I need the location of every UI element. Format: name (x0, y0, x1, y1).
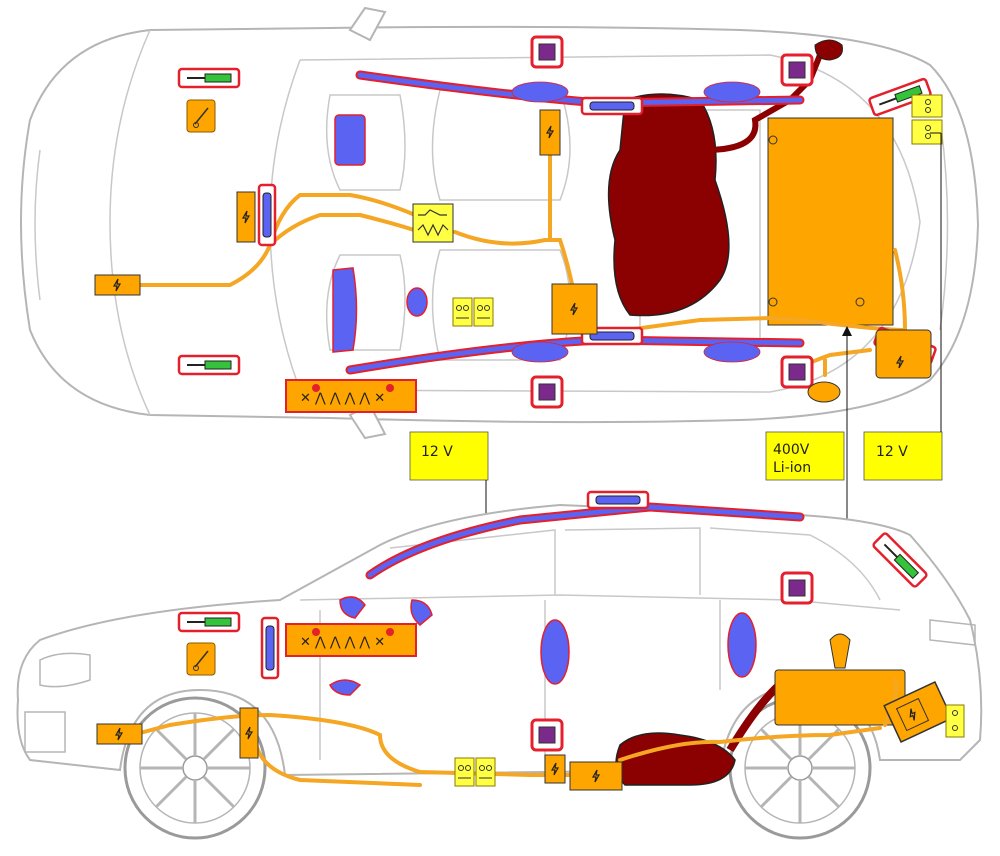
control-unit-icon (530, 35, 564, 69)
lightning-icon (551, 283, 598, 335)
gas-strut-icon (177, 67, 241, 89)
control-unit-icon (530, 375, 564, 409)
front-wheel (123, 696, 267, 840)
battery-12v-icon (911, 94, 943, 145)
callout-400v-liion: 400V Li-ion (765, 326, 852, 670)
top-view: ✕ ⋀ ⋀ ⋀ ⋀ ✕ (20, 6, 980, 440)
svg-text:400V: 400V (773, 442, 810, 458)
svg-text:12 V: 12 V (421, 444, 453, 460)
side-view: ✕ ⋀ ⋀ ⋀ ⋀ ✕ (16, 490, 983, 840)
side-airbags-side (329, 596, 757, 696)
seatbelt-pretensioner-icon (186, 99, 216, 133)
svg-text:✕ ⋀ ⋀ ⋀ ⋀ ✕: ✕ ⋀ ⋀ ⋀ ⋀ ✕ (300, 391, 385, 406)
fuel-filler-pipe-top (704, 53, 823, 153)
lightning-icon (94, 274, 141, 296)
control-unit-icon (530, 718, 564, 752)
fuel-tank-top (607, 93, 730, 317)
lightning-icon (236, 191, 256, 243)
lightning-icon (544, 754, 566, 784)
svg-text:✕ ⋀ ⋀ ⋀ ⋀ ✕: ✕ ⋀ ⋀ ⋀ ⋀ ✕ (300, 635, 385, 650)
svg-text:12 V: 12 V (876, 444, 908, 460)
hv-battery-top (767, 117, 894, 326)
lightning-icon (883, 681, 953, 743)
seatbelt-pretensioner-icon (186, 642, 216, 676)
gas-strut-icon (177, 611, 241, 633)
hv-battery-side (774, 669, 906, 726)
seatbelt-pretensioner-strip: ✕ ⋀ ⋀ ⋀ ⋀ ✕ (285, 379, 417, 413)
callout-12v-left: 12 V (409, 431, 491, 760)
lightning-icon (239, 707, 259, 759)
lightning-icon (96, 723, 143, 745)
lightning-icon (875, 329, 932, 379)
top-body-outline (20, 25, 980, 424)
callout-12v-right: 12 V (863, 132, 943, 481)
svg-text:Li-ion: Li-ion (773, 460, 811, 476)
control-unit-icon (780, 53, 814, 87)
lightning-icon (539, 109, 561, 156)
control-unit-icon (780, 355, 814, 389)
control-unit-icon (780, 571, 814, 605)
airbag-control-unit-icon (412, 203, 454, 243)
side-airbags-top (511, 81, 761, 363)
battery-12v-icon (945, 704, 965, 738)
gas-strut-icon (177, 354, 241, 376)
seatbelt-pretensioner-strip: ✕ ⋀ ⋀ ⋀ ⋀ ✕ (285, 623, 417, 657)
lightning-icon (569, 761, 623, 791)
